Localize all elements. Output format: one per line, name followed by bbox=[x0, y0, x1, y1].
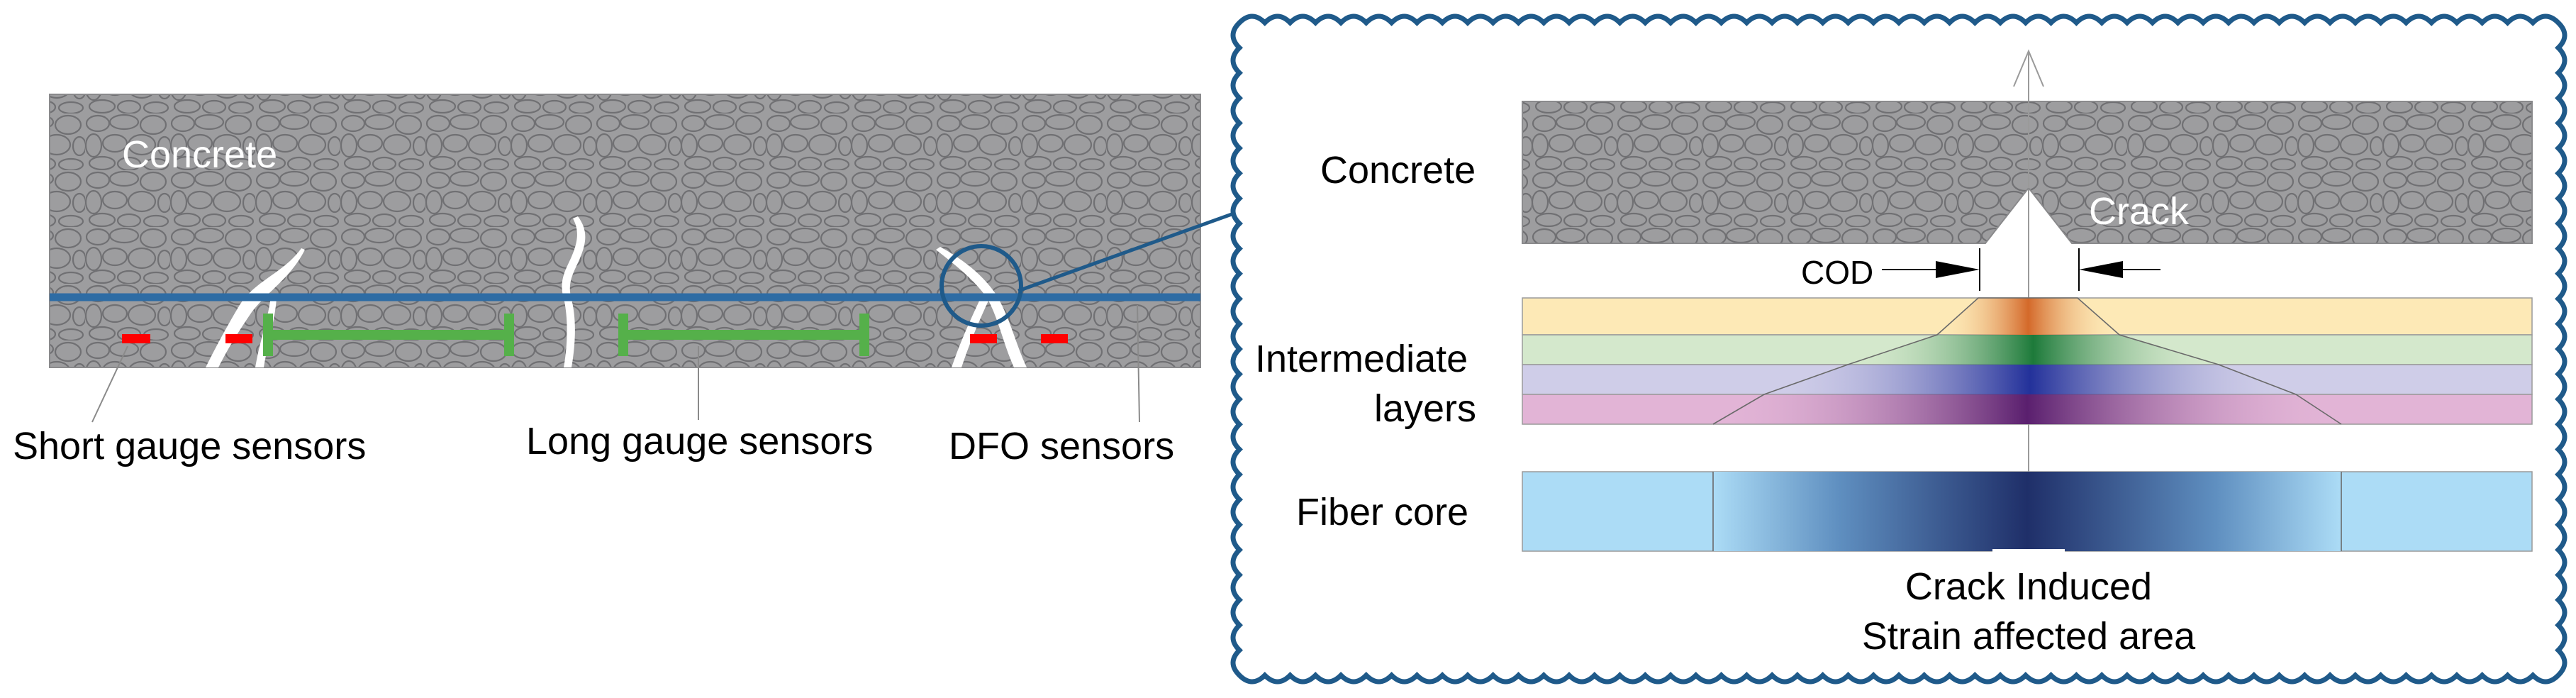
short-gauge-sensor bbox=[970, 334, 997, 343]
long-gauge-sensor bbox=[263, 314, 514, 356]
intermediate-label-line2: layers bbox=[1374, 387, 1476, 430]
short-gauge-sensor bbox=[122, 334, 150, 343]
zoom-circle bbox=[939, 244, 1023, 328]
strain-zone-layer-2 bbox=[1848, 335, 2219, 365]
detail-concrete-block bbox=[1522, 101, 2533, 244]
concrete-label: Concrete bbox=[122, 133, 277, 176]
short-gauge-label: Short gauge sensors bbox=[13, 425, 366, 467]
dfo-label: DFO sensors bbox=[949, 425, 1174, 467]
long-gauge-sensor bbox=[618, 314, 869, 356]
fiber-core-strain-zone bbox=[1713, 472, 2341, 551]
cod-label: COD bbox=[1801, 254, 1873, 291]
detail-concrete-label: Concrete bbox=[1320, 149, 1476, 192]
long-gauge-label: Long gauge sensors bbox=[526, 420, 873, 462]
crack-label: Crack bbox=[2089, 190, 2190, 233]
strain-zone-layer-1 bbox=[1937, 298, 2119, 335]
zoom-connector bbox=[1017, 205, 1252, 293]
cod-dimension-arrows bbox=[1882, 248, 2160, 291]
strain-zone-layer-4 bbox=[1713, 394, 2341, 424]
strain-label-line2: Strain affected area bbox=[1862, 615, 2196, 658]
fiber-core-label: Fiber core bbox=[1296, 491, 1468, 533]
detail-panel: Concrete Crack COD Intermediate layers bbox=[1230, 13, 2567, 685]
left-panel: Concrete Short gauge s bbox=[13, 94, 1252, 467]
crack-2 bbox=[562, 216, 586, 367]
short-gauge-sensor bbox=[1041, 334, 1068, 343]
short-gauge-sensor bbox=[225, 334, 252, 343]
strain-zone-layer-3 bbox=[1764, 365, 2296, 394]
strain-label-line1: Crack Induced bbox=[1905, 565, 2152, 608]
intermediate-label-line1: Intermediate bbox=[1255, 338, 1468, 380]
crack-3 bbox=[936, 247, 1027, 367]
